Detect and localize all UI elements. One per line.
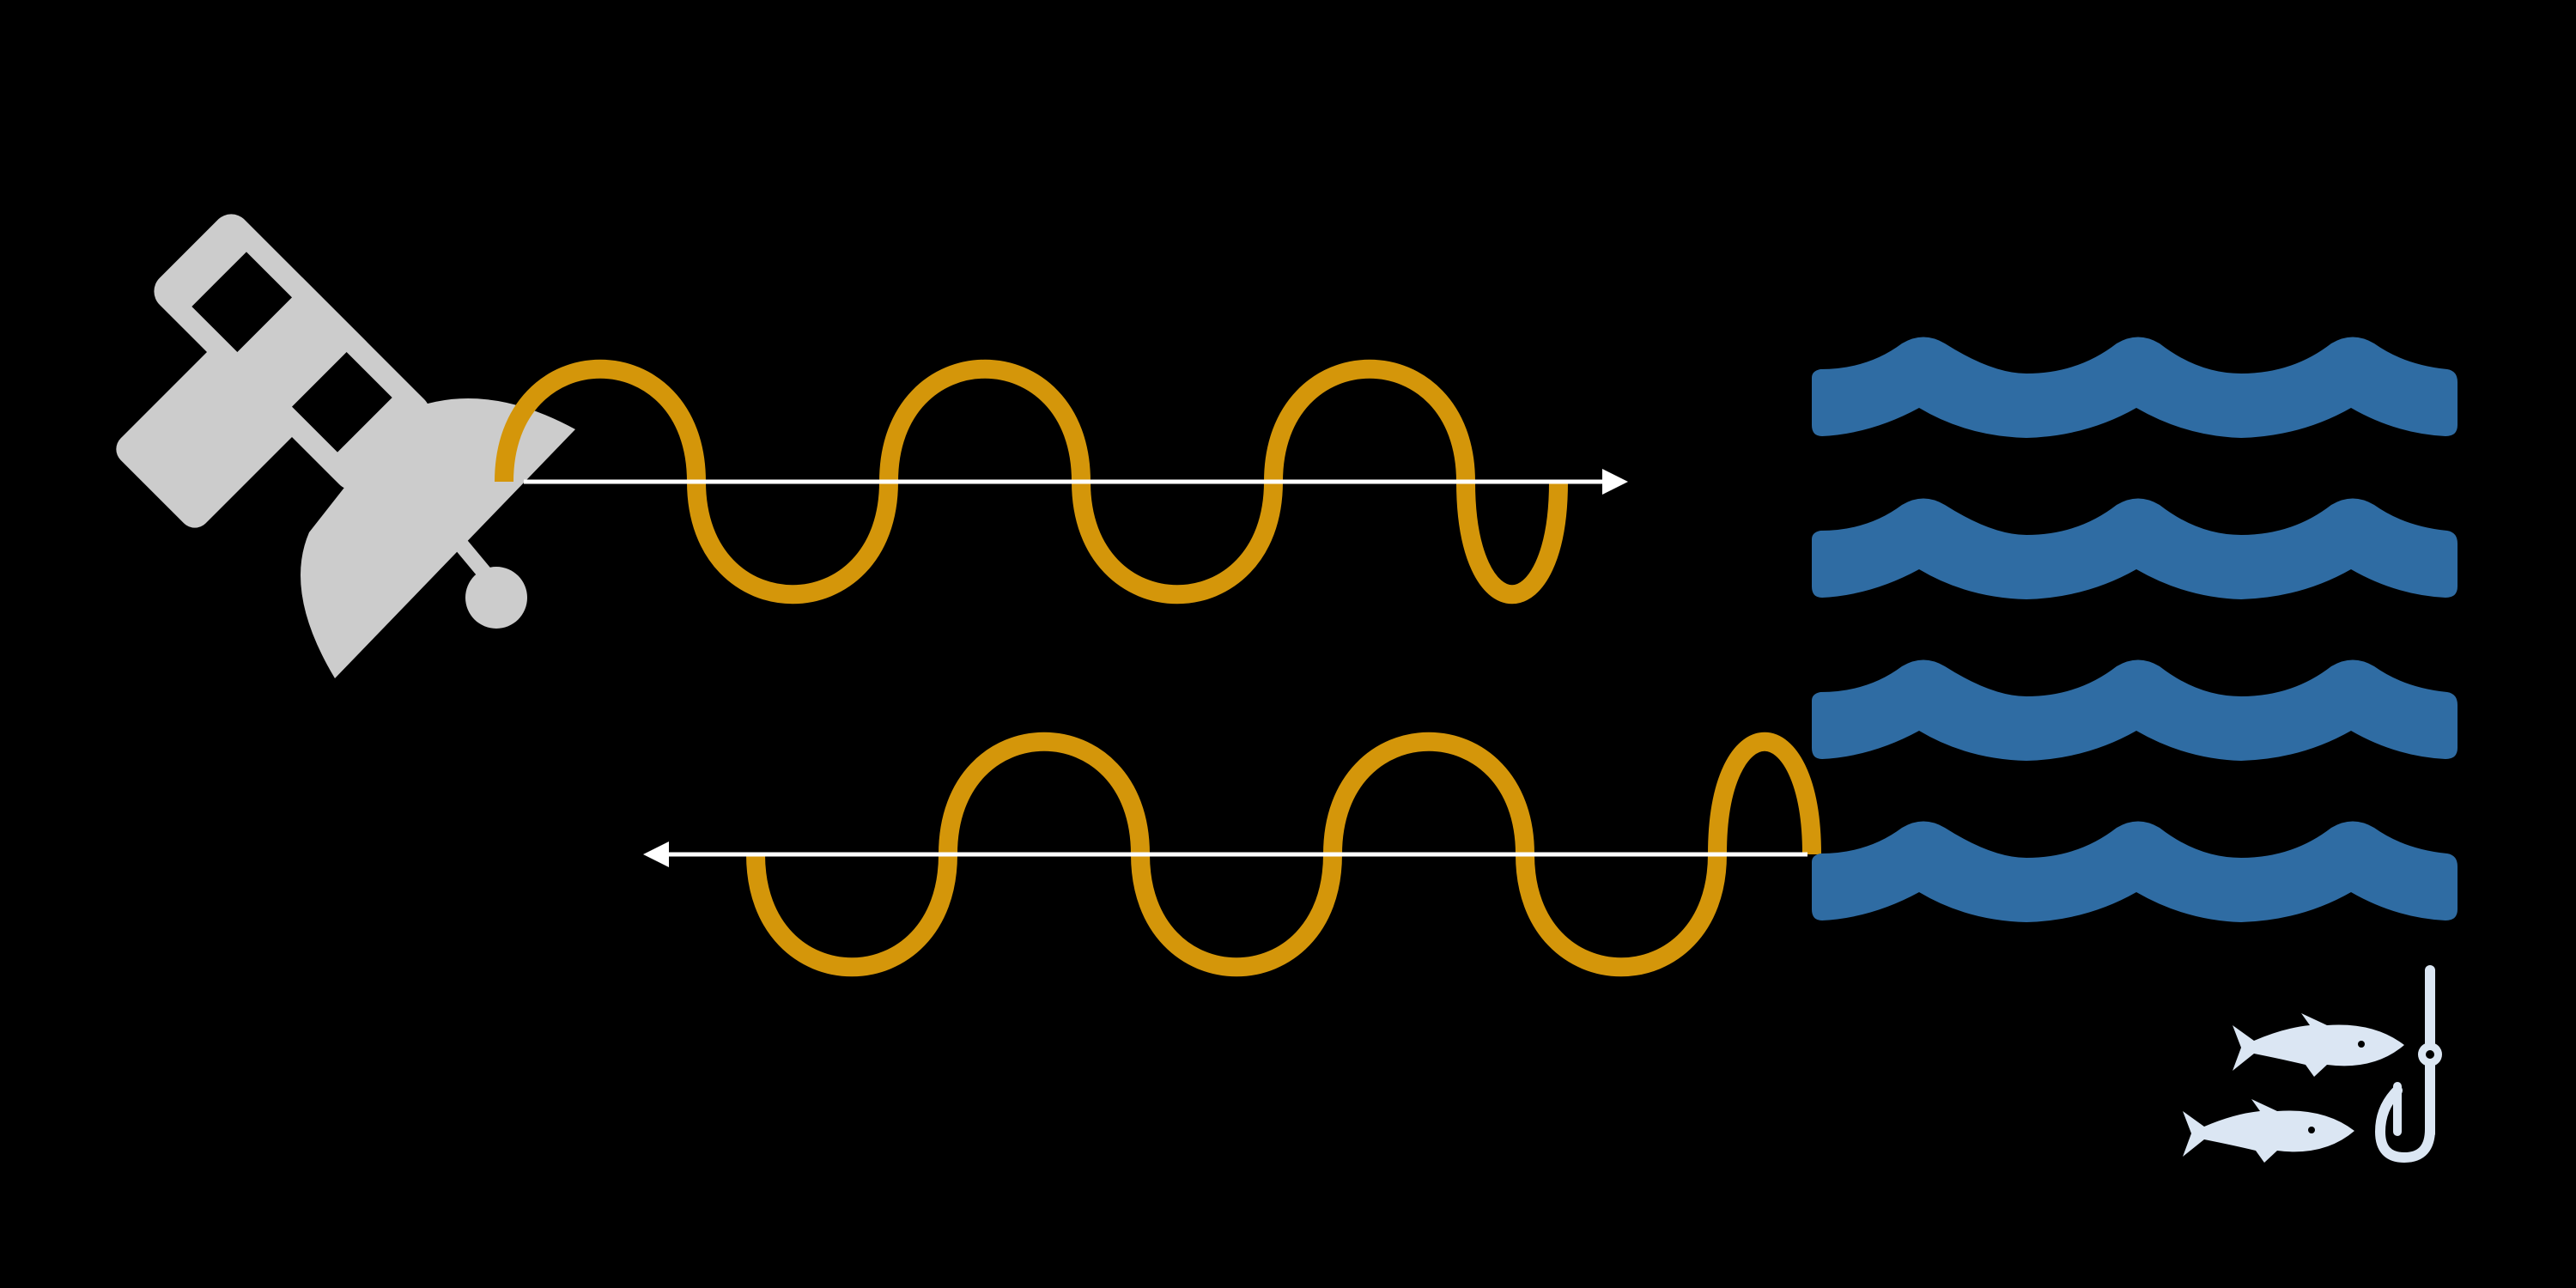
fish-icon	[2183, 1013, 2404, 1163]
water-wave-row	[1812, 337, 2458, 438]
water-wave-row	[1812, 498, 2458, 599]
water-wave-row	[1812, 821, 2458, 922]
water-wave-row	[1812, 659, 2458, 761]
satellite-icon	[116, 214, 575, 678]
fishing-hook-icon	[2374, 965, 2442, 1163]
water-waves-icon	[1812, 337, 2458, 922]
